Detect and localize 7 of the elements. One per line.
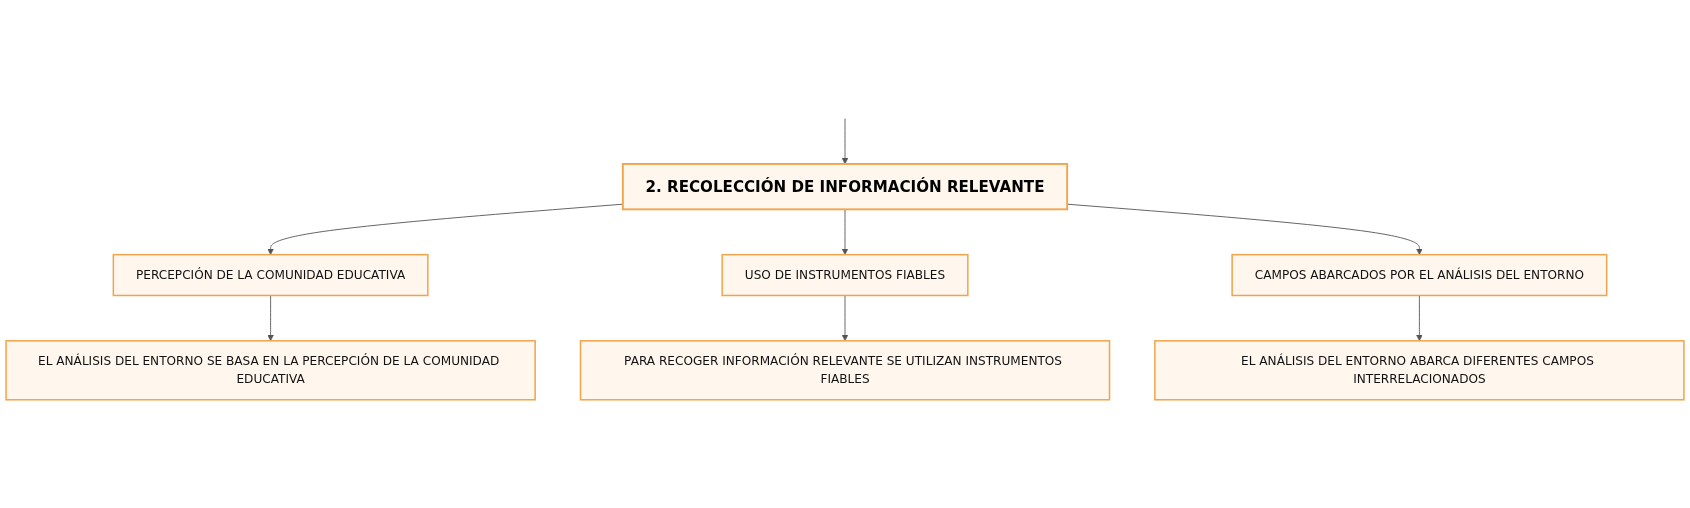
node-box: USO DE INSTRUMENTOS FIABLES: [721, 254, 969, 297]
node-box: 2. RECOLECCIÓN DE INFORMACIÓN RELEVANTE: [621, 163, 1069, 211]
node-box: PARA RECOGER INFORMACIÓN RELEVANTE SE UTILIZAN INSTRUMENTOS FIABLES: [579, 340, 1111, 401]
node-box: PERCEPCIÓN DE LA COMUNIDAD EDUCATIVA: [112, 254, 429, 297]
node-box: EL ANÁLISIS DEL ENTORNO SE BASA EN LA PERCEPCIÓN DE LA COMUNIDAD EDUCATIVA: [5, 340, 536, 401]
node-box: EL ANÁLISIS DEL ENTORNO ABARCA DIFERENTES CAMPOS INTERRELACIONADOS: [1154, 340, 1685, 401]
node-box: CAMPOS ABARCADOS POR EL ANÁLISIS DEL ENTORNO: [1231, 254, 1608, 297]
